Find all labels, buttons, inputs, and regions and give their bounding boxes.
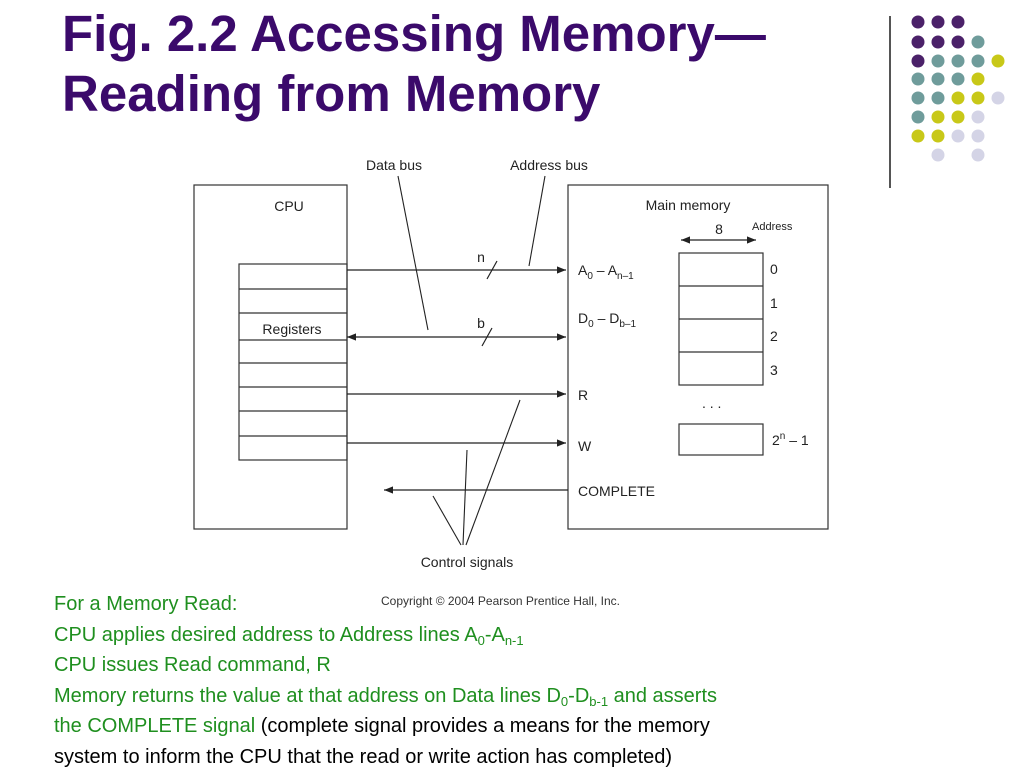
address-3: 3 <box>770 362 778 378</box>
notes-line-6: system to inform the CPU that the read o… <box>54 742 984 772</box>
address-width-n: n <box>477 249 485 265</box>
address-heading: Address <box>752 221 793 233</box>
complete-signal-label: COMPLETE <box>578 483 655 499</box>
notes-line-4: Memory returns the value at that address… <box>54 681 984 712</box>
memory-ellipsis: . . . <box>702 395 721 411</box>
data-bus-pointer <box>398 176 428 330</box>
address-lines-label: A0 – An–1 <box>578 262 634 282</box>
address-1: 1 <box>770 295 778 311</box>
data-lines-label: D0 – Db–1 <box>578 310 636 330</box>
notes-line-1: For a Memory Read: <box>54 589 984 620</box>
memory-cells <box>679 253 763 385</box>
word-width-label: 8 <box>715 221 723 237</box>
address-2: 2 <box>770 328 778 344</box>
main-memory-box <box>568 185 828 529</box>
memory-read-diagram: CPU Registers Main memory 8 Address 0 1 … <box>0 0 1024 590</box>
address-last: 2n – 1 <box>772 431 809 448</box>
registers-label: Registers <box>262 321 321 337</box>
control-signals-pointers <box>433 400 520 545</box>
cpu-box <box>194 185 347 529</box>
read-signal-label: R <box>578 387 588 403</box>
address-bus-pointer <box>529 176 545 266</box>
main-memory-label: Main memory <box>646 197 731 213</box>
address-0: 0 <box>770 261 778 277</box>
data-width-b: b <box>477 315 485 331</box>
registers-stack <box>239 264 347 460</box>
data-bus-label: Data bus <box>366 157 422 173</box>
memory-read-notes: For a Memory Read: CPU applies desired a… <box>54 589 984 772</box>
memory-last-cell <box>679 424 763 455</box>
notes-line-5: the COMPLETE signal (complete signal pro… <box>54 711 984 742</box>
notes-line-2: CPU applies desired address to Address l… <box>54 620 984 651</box>
notes-line-3: CPU issues Read command, R <box>54 650 984 681</box>
cpu-label: CPU <box>274 198 304 214</box>
control-signals-label: Control signals <box>421 554 514 570</box>
write-signal-label: W <box>578 438 592 454</box>
address-bus-label: Address bus <box>510 157 588 173</box>
